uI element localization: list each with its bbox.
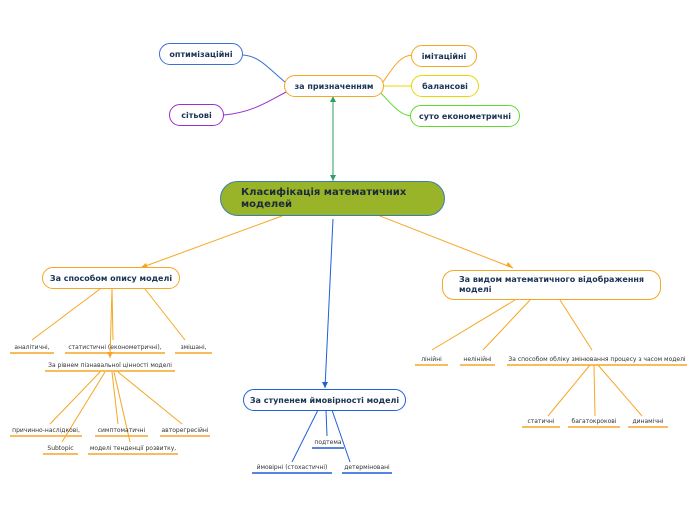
connector bbox=[559, 299, 593, 351]
purpose-node[interactable]: за призначенням bbox=[284, 75, 384, 97]
leaf-analytical[interactable]: аналітичні, bbox=[14, 344, 50, 351]
connector bbox=[597, 364, 643, 417]
leaf-stochastic[interactable]: ймовірні (стохастичні) bbox=[256, 464, 328, 471]
description-node[interactable]: За способом опису моделі bbox=[42, 267, 180, 289]
probability-node[interactable]: За ступенем ймовірності моделі bbox=[243, 389, 406, 411]
leaf-static[interactable]: статичні bbox=[527, 418, 555, 425]
leaf-nonlinear[interactable]: нелінійні bbox=[463, 356, 492, 363]
leaf-trend[interactable]: моделі тенденції розвитку, bbox=[89, 445, 177, 452]
central-topic-label: Класифікація математичних моделей bbox=[241, 187, 407, 210]
leaf-cognitive[interactable]: За рівнем пізнавальної цінності моделі bbox=[48, 362, 172, 369]
central-topic[interactable]: Класифікація математичних моделей bbox=[220, 181, 445, 216]
leaf-time[interactable]: За способом обліку змінювання процесу з … bbox=[508, 356, 686, 363]
connector bbox=[113, 371, 131, 443]
connector-optimization bbox=[242, 54, 286, 83]
arrowhead bbox=[330, 175, 336, 181]
leaf-linear[interactable]: лінійні bbox=[421, 356, 442, 363]
connector bbox=[117, 371, 183, 425]
leaf-prob-subtopic[interactable]: подтема bbox=[314, 439, 342, 446]
optimization-node[interactable]: оптимізаційні bbox=[159, 43, 243, 65]
econometric-node[interactable]: суто економетричні bbox=[410, 105, 520, 127]
purpose-label: за призначенням bbox=[294, 81, 374, 91]
leaf-causal[interactable]: причинно-наслідкові, bbox=[12, 427, 80, 434]
balance-label: балансові bbox=[422, 81, 468, 91]
connector-central-probability bbox=[324, 218, 334, 389]
connector bbox=[291, 409, 319, 463]
connector-econometric bbox=[379, 91, 412, 117]
leaf-mixed[interactable]: змішані, bbox=[180, 344, 207, 351]
leaf-subtopic[interactable]: Subtopic bbox=[47, 445, 74, 452]
connector bbox=[31, 288, 101, 341]
connector bbox=[431, 299, 516, 351]
imitation-label: імітаційні bbox=[421, 51, 467, 61]
arrowhead bbox=[140, 263, 148, 268]
econometric-label: суто економетричні bbox=[419, 111, 511, 121]
balance-node[interactable]: балансові bbox=[411, 75, 479, 97]
description-label: За способом опису моделі bbox=[49, 273, 173, 283]
leaf-statistical[interactable]: статистичні (економетричні), bbox=[68, 344, 162, 351]
leaf-deterministic[interactable]: детерміновані bbox=[344, 464, 390, 471]
arrowhead bbox=[330, 96, 336, 102]
connector-central-mapping bbox=[379, 215, 514, 269]
network-label: сітьові bbox=[181, 110, 212, 120]
connector bbox=[593, 364, 596, 417]
probability-label: За ступенем ймовірності моделі bbox=[249, 395, 400, 405]
mapping-label: За видом математичного відображення моде… bbox=[459, 275, 645, 294]
optimization-label: оптимізаційні bbox=[169, 49, 233, 59]
mapping-node[interactable]: За видом математичного відображення моде… bbox=[442, 270, 661, 300]
connector bbox=[111, 371, 119, 425]
network-node[interactable]: сітьові bbox=[169, 104, 224, 126]
connector bbox=[49, 371, 101, 425]
leaf-autoregressive[interactable]: авторегресійні bbox=[161, 427, 209, 434]
leaf-multistep[interactable]: багатокрокові bbox=[571, 418, 617, 425]
imitation-node[interactable]: імітаційні bbox=[411, 45, 477, 67]
connector bbox=[109, 288, 113, 359]
arrowhead bbox=[506, 262, 513, 268]
leaf-symptomatic[interactable]: симптоматичні bbox=[97, 427, 146, 434]
connector-central-description bbox=[139, 215, 283, 269]
connector-network bbox=[223, 89, 291, 116]
connector-imitation bbox=[382, 54, 413, 83]
connector bbox=[331, 409, 351, 463]
leaf-underlines-blue bbox=[252, 447, 392, 474]
leaf-dynamic[interactable]: динамічні bbox=[632, 418, 664, 425]
connector bbox=[547, 364, 591, 417]
connector bbox=[325, 409, 328, 437]
leaf-underlines bbox=[10, 352, 687, 455]
arrowhead bbox=[322, 382, 328, 388]
connector bbox=[144, 288, 186, 341]
connector bbox=[482, 299, 531, 351]
connector bbox=[61, 371, 106, 443]
